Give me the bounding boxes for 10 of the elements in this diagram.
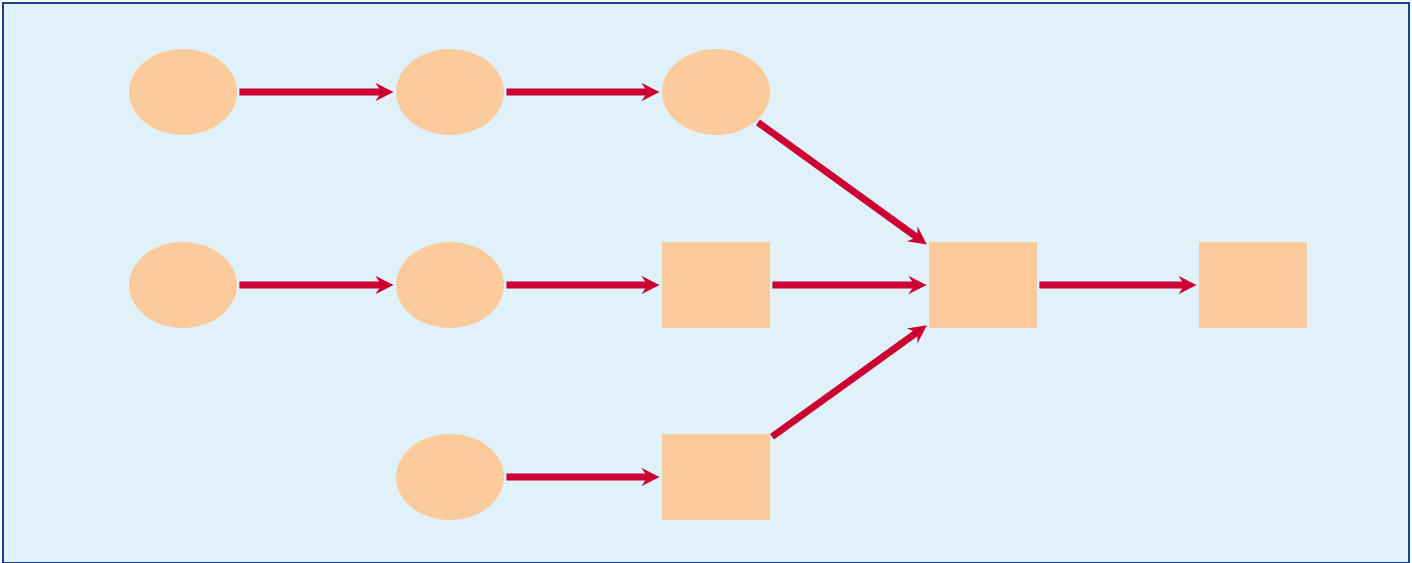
ellipse [129,242,237,328]
ellipse [396,242,504,328]
ellipse [662,49,770,135]
square-box [929,242,1037,328]
ellipse [129,49,237,135]
square-box [662,242,770,328]
square-box [1199,242,1307,328]
square-box [662,434,770,520]
ellipse [396,49,504,135]
ellipse [396,434,504,520]
